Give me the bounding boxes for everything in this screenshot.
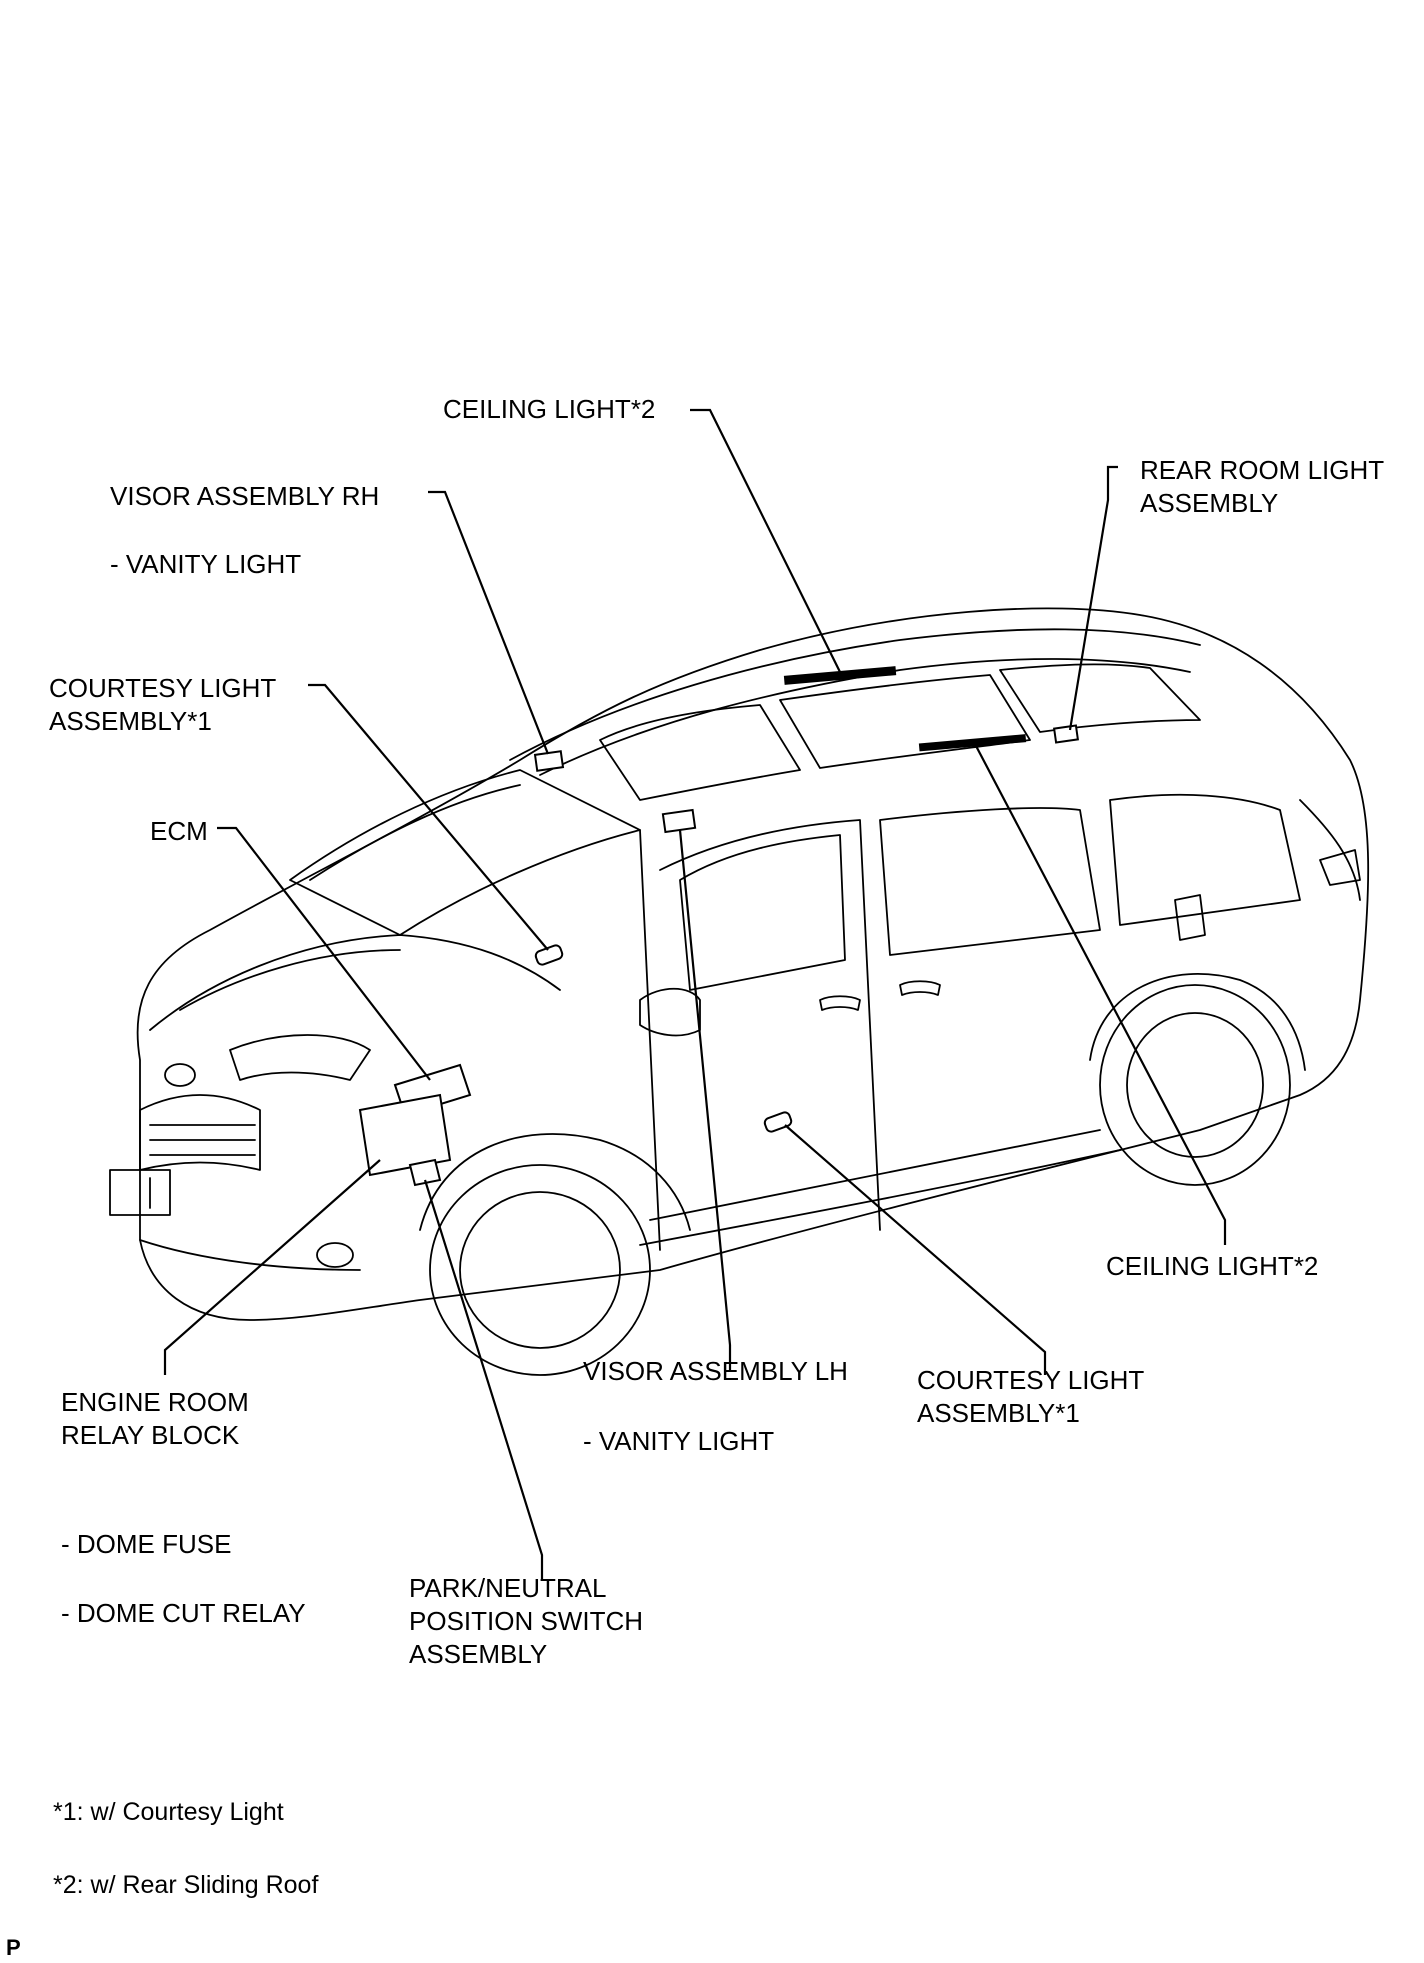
components (358, 666, 1079, 1187)
label-visor-lh: VISOR ASSEMBLY LH (583, 1356, 848, 1386)
label-courtesy-right-2: ASSEMBLY*1 (917, 1398, 1080, 1428)
label-ceiling-light-right: CEILING LIGHT*2 (1106, 1251, 1319, 1281)
label-park-neutral-3: ASSEMBLY (409, 1639, 548, 1669)
label-ceiling-light-top: CEILING LIGHT*2 (443, 394, 656, 424)
label-park-neutral-1: PARK/NEUTRAL (409, 1573, 607, 1603)
footnote-2: *2: w/ Rear Sliding Roof (53, 1871, 319, 1899)
leader-ecm (217, 826, 431, 1081)
leader-engine-room (163, 1159, 381, 1375)
park-neutral-switch-part (408, 1158, 442, 1187)
courtesy-light-right-part (763, 1111, 793, 1133)
footnote-1: *1: w/ Courtesy Light (53, 1798, 284, 1826)
label-visor-lh-sub: - VANITY LIGHT (583, 1426, 775, 1456)
ceiling-light-rear-part (918, 734, 1027, 752)
label-visor-rh: VISOR ASSEMBLY RH (110, 481, 380, 511)
minivan-outline (109, 607, 1370, 1376)
label-visor-rh-sub: - VANITY LIGHT (110, 549, 302, 579)
leader-ceiling-light-top (690, 408, 841, 673)
leader-courtesy-left (308, 683, 549, 951)
rear-room-light-part (1053, 724, 1079, 744)
relay-block-part (358, 1093, 452, 1177)
label-park-neutral-2: POSITION SWITCH (409, 1606, 643, 1636)
leader-visor-lh (678, 829, 732, 1372)
corner-code: P (6, 1935, 21, 1960)
label-rear-room-light-2: ASSEMBLY (1140, 488, 1279, 518)
leader-visor-rh (428, 490, 550, 755)
label-courtesy-right-1: COURTESY LIGHT (917, 1365, 1145, 1395)
label-rear-room-light-1: REAR ROOM LIGHT (1140, 455, 1385, 485)
leader-rear-room-light (1068, 465, 1118, 731)
leader-park-neutral (423, 1179, 544, 1580)
label-engine-room-2: RELAY BLOCK (61, 1420, 240, 1450)
label-engine-room-1: ENGINE ROOM (61, 1387, 249, 1417)
courtesy-light-left-part (534, 944, 564, 966)
visor-lh-light-part (661, 808, 697, 834)
leader-ceiling-light-right (974, 743, 1227, 1245)
visor-rh-light-part (533, 750, 565, 772)
label-courtesy-left-1: COURTESY LIGHT (49, 673, 277, 703)
label-engine-room-sub2: - DOME CUT RELAY (61, 1598, 306, 1628)
label-engine-room-sub1: - DOME FUSE (61, 1529, 232, 1559)
label-ecm: ECM (150, 816, 208, 846)
leader-courtesy-right (784, 1124, 1047, 1375)
leader-lines (163, 408, 1227, 1580)
label-courtesy-left-2: ASSEMBLY*1 (49, 706, 212, 736)
